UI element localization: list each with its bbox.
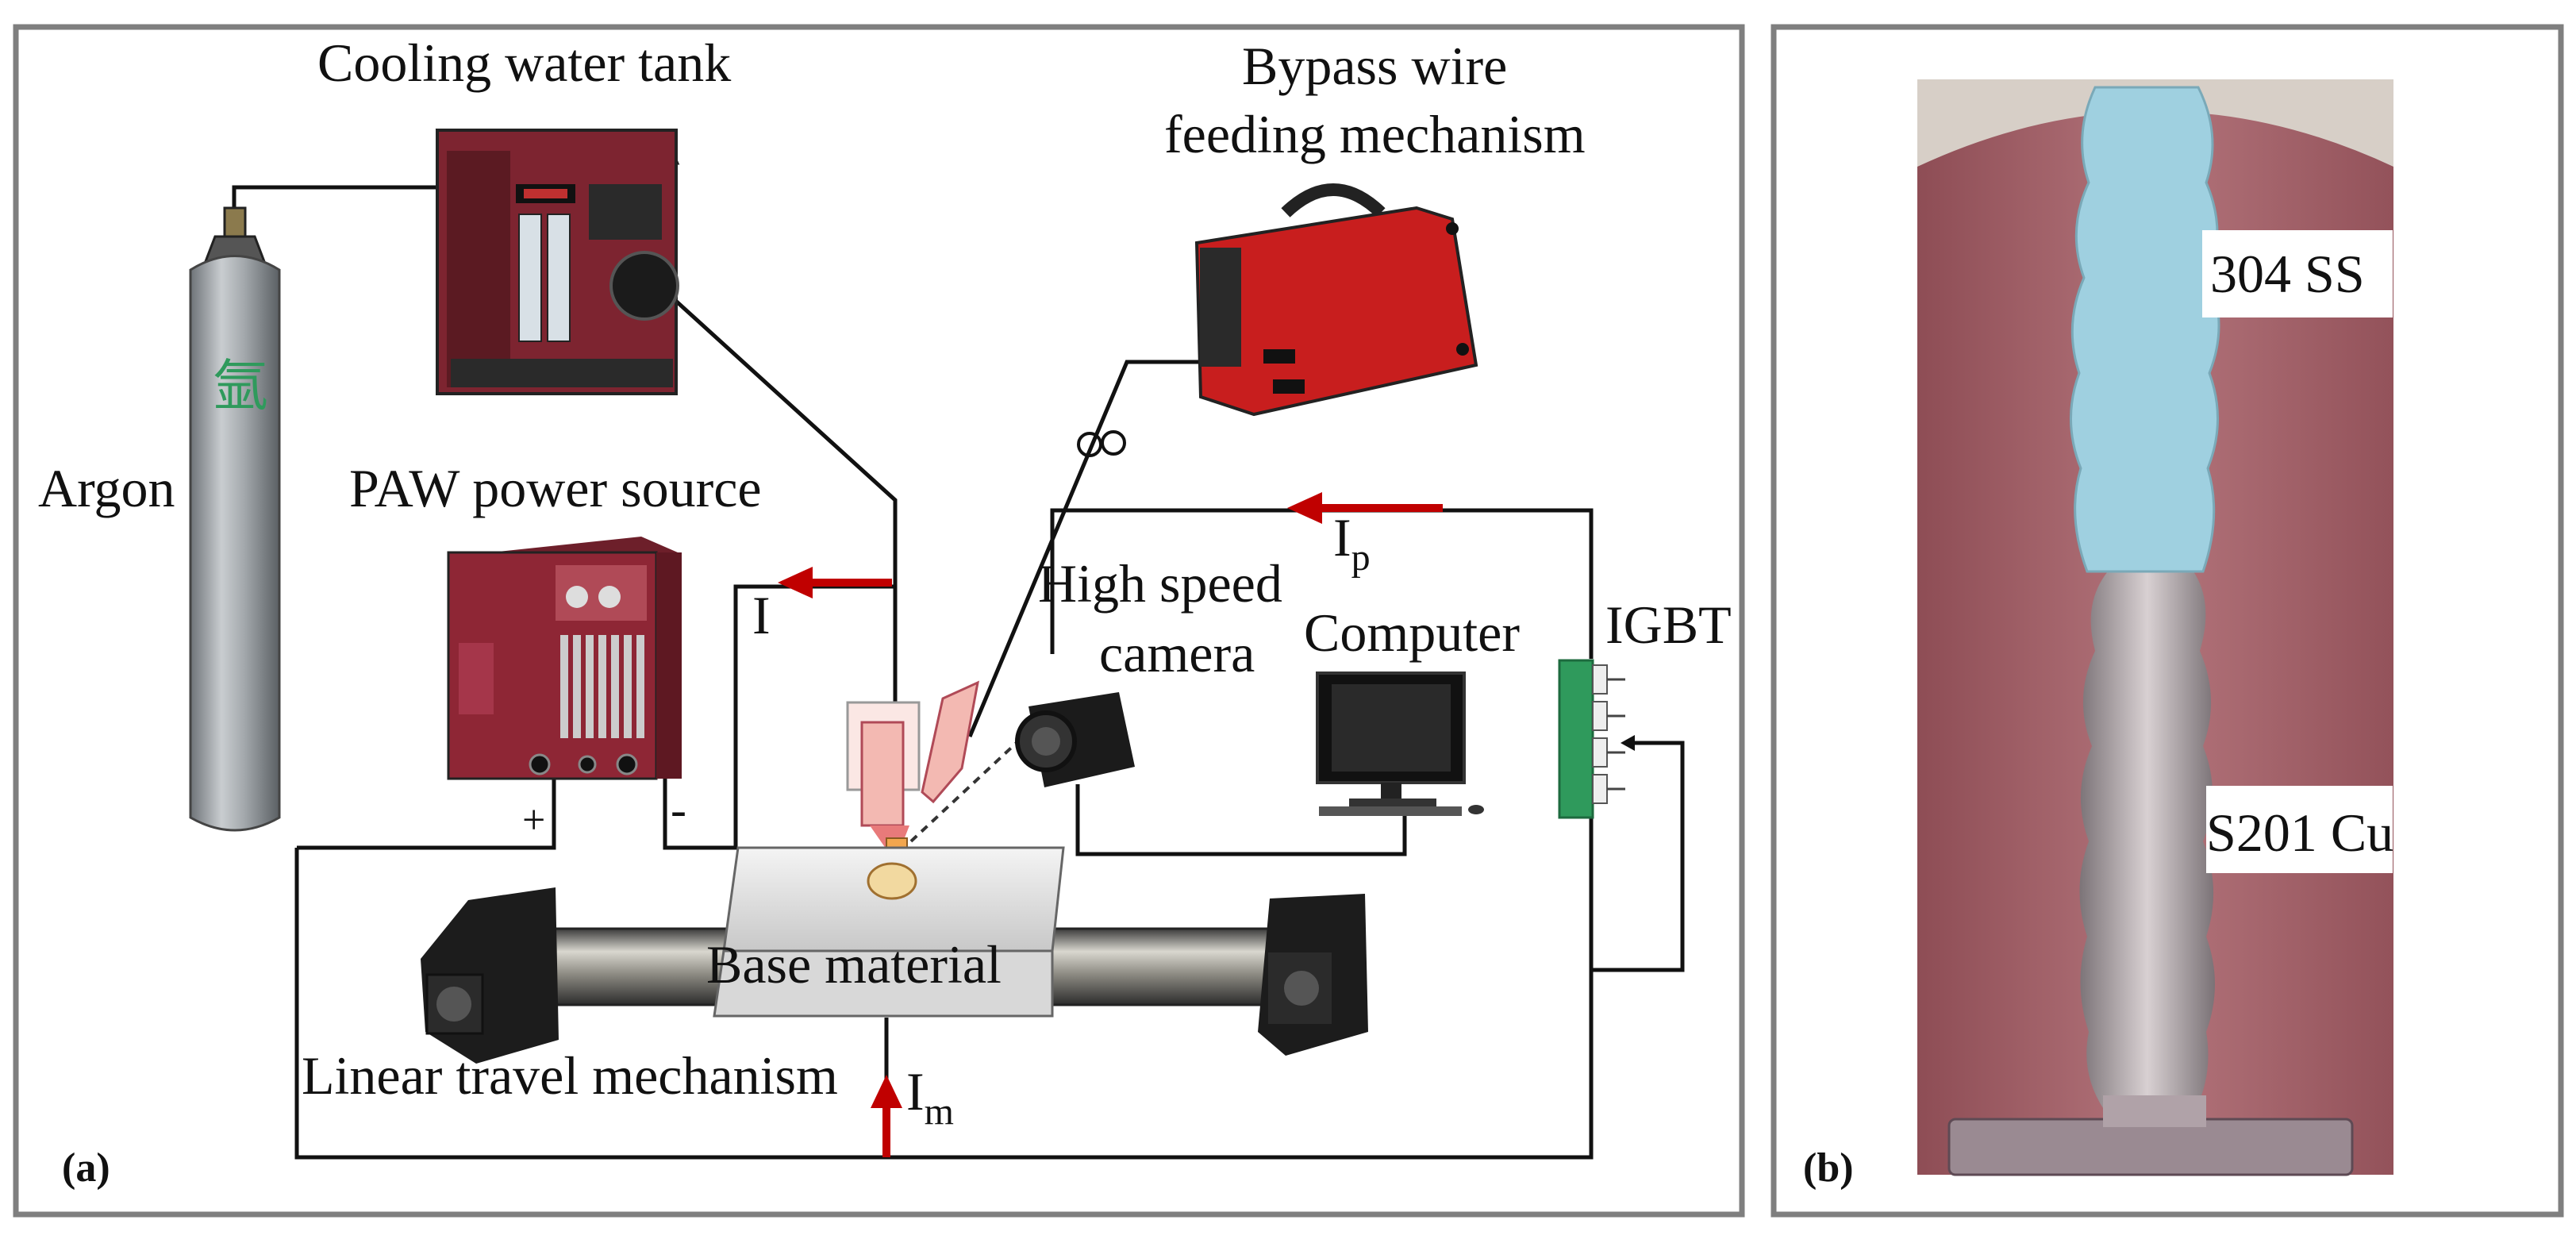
label-s201-cu: S201 Cu xyxy=(2206,802,2393,863)
argon-cylinder: 氩 xyxy=(189,206,281,832)
cooling-water-tank xyxy=(435,129,680,395)
label-box-cu xyxy=(2206,786,2393,873)
panel-b-tag: (b) xyxy=(1803,1145,1854,1191)
camera-view-line xyxy=(887,727,1033,864)
label-argon: Argon xyxy=(38,458,175,518)
label-bypass-line1: Bypass wire xyxy=(1242,36,1507,96)
plasma-torch xyxy=(846,680,979,879)
current-arrows xyxy=(778,492,1443,1157)
label-plus-terminal: + xyxy=(522,798,545,843)
panel-a-tag: (a) xyxy=(62,1145,110,1191)
current-ip-main: I xyxy=(1333,507,1351,568)
wire-cutter-icon xyxy=(1077,430,1126,457)
label-paw-power-source: PAW power source xyxy=(349,458,762,518)
label-cooling-water-tank: Cooling water tank xyxy=(317,33,731,93)
igbt-feedback-arrowhead xyxy=(1621,735,1635,751)
label-box-ss xyxy=(2202,230,2393,317)
cylinder-glyph: 氩 xyxy=(213,356,268,418)
current-ip-sub: p xyxy=(1351,537,1371,579)
label-computer: Computer xyxy=(1304,602,1520,663)
label-base-material: Base material xyxy=(706,934,1002,995)
label-current-i: I xyxy=(752,585,771,645)
label-camera-line1: High speed xyxy=(1038,553,1282,614)
label-bypass-line2: feeding mechanism xyxy=(1164,104,1586,164)
label-304-ss: 304 SS xyxy=(2210,244,2365,304)
label-linear-travel-mechanism: Linear travel mechanism xyxy=(302,1045,838,1106)
base-material xyxy=(713,846,1065,1018)
high-speed-camera xyxy=(1015,692,1135,787)
paw-power-source xyxy=(447,537,682,780)
igbt-module xyxy=(1558,659,1625,819)
label-igbt: IGBT xyxy=(1605,595,1732,655)
label-current-im: Im xyxy=(906,1061,954,1133)
label-camera-line2: camera xyxy=(1099,623,1255,683)
computer xyxy=(1316,672,1484,816)
bypass-wire-feeder xyxy=(1194,183,1478,417)
label-current-ip: Ip xyxy=(1333,507,1371,579)
current-im-sub: m xyxy=(925,1091,954,1133)
label-minus-terminal: - xyxy=(671,783,686,836)
current-im-main: I xyxy=(906,1061,925,1122)
